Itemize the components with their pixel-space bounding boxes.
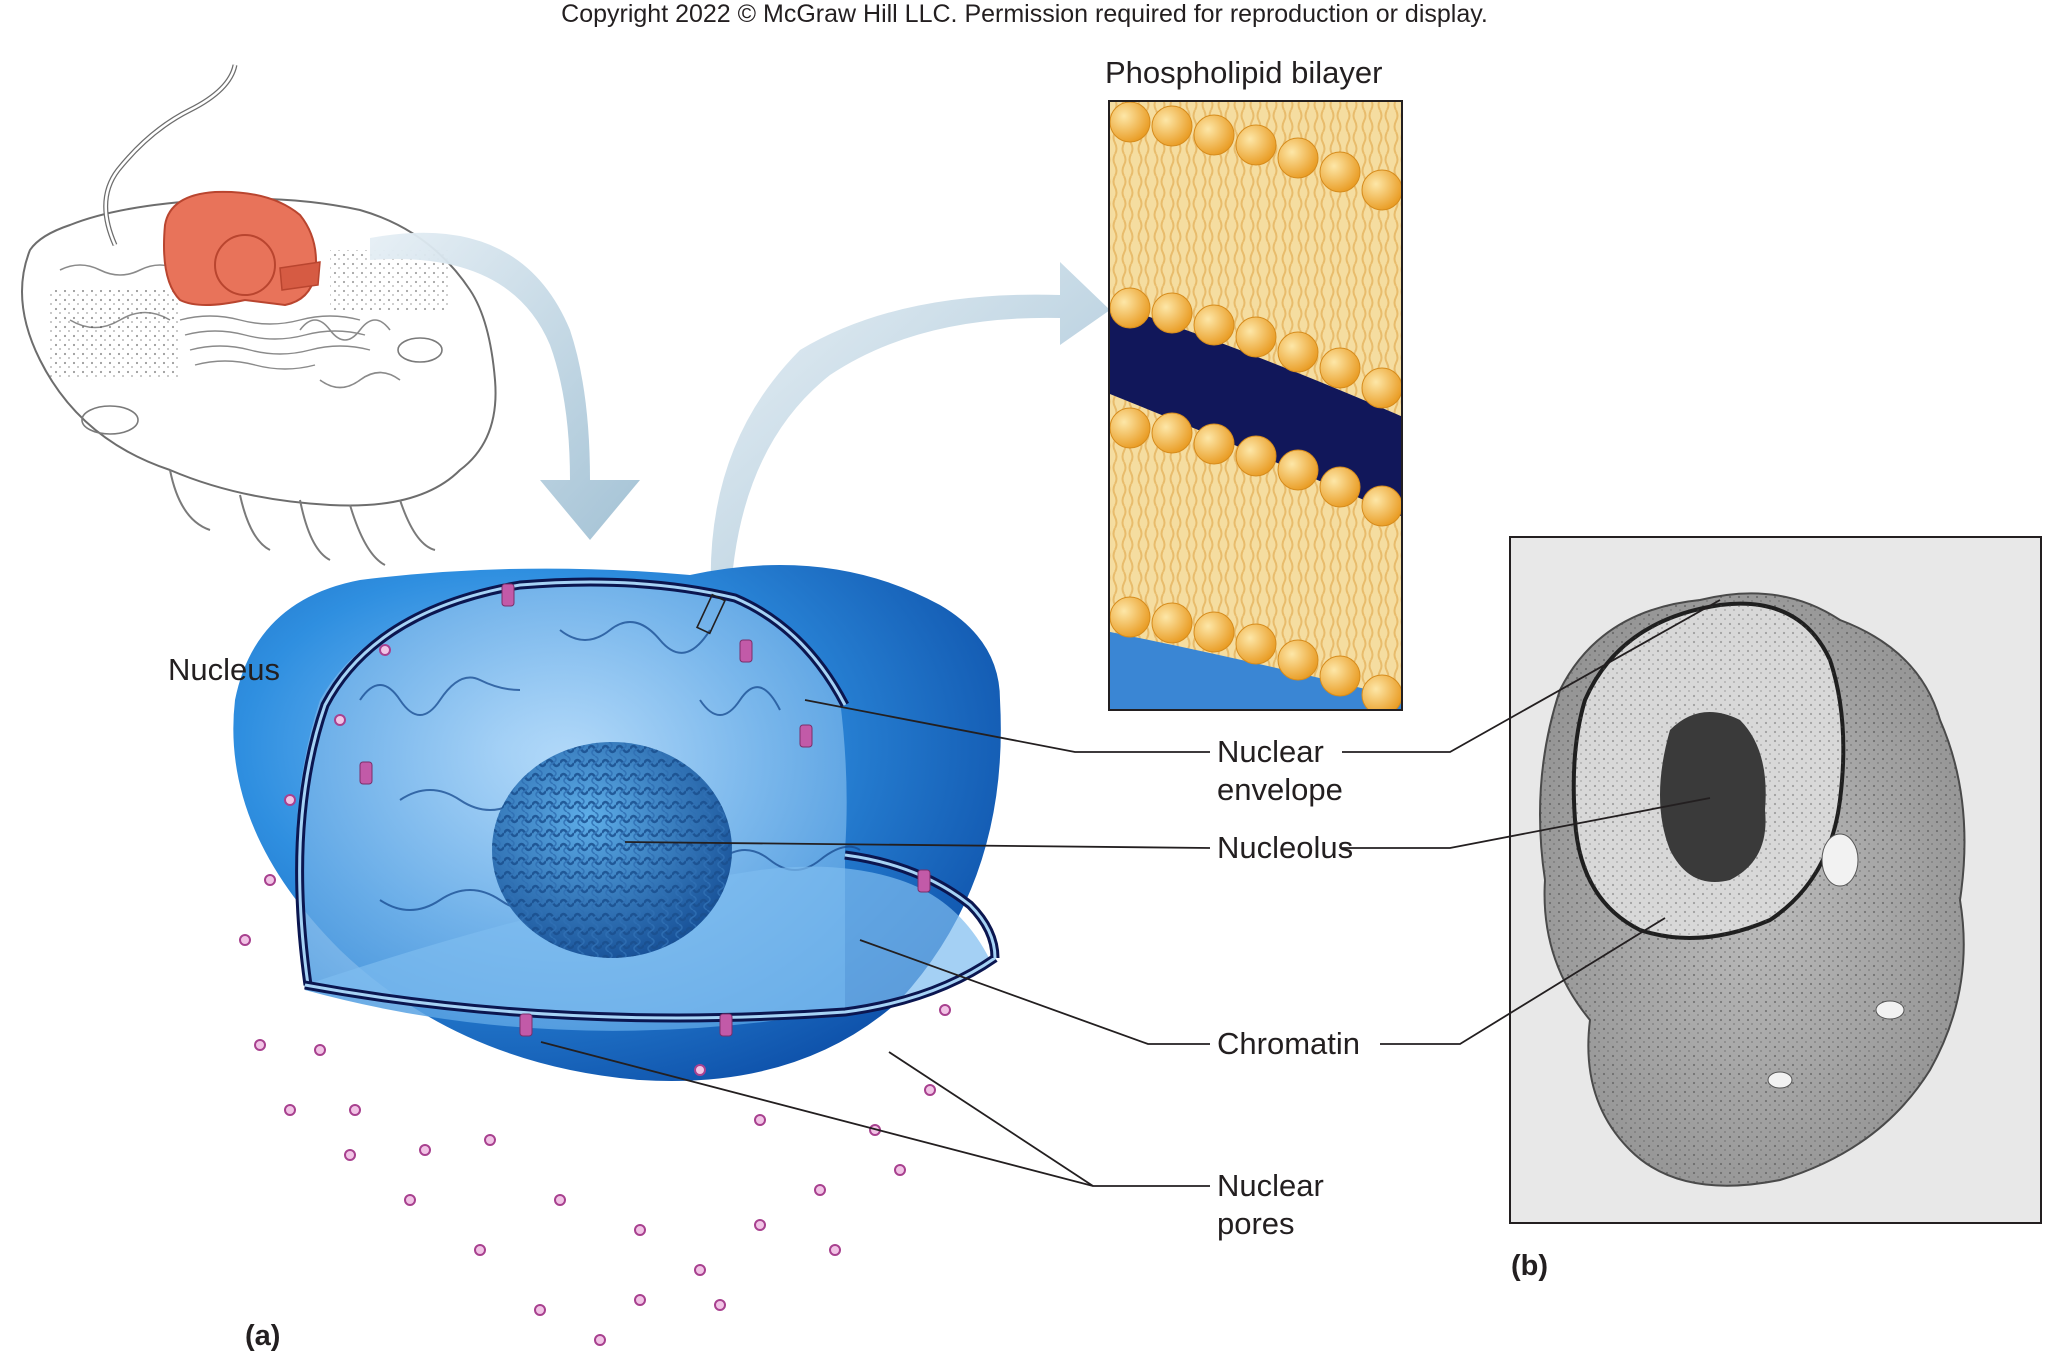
nucleus-cutaway (233, 565, 1001, 1346)
label-nuclear-pores-line2: pores (1217, 1206, 1295, 1241)
label-nuclear-pores-line1: Nuclear (1217, 1168, 1324, 1203)
label-nuclear-envelope-line2: envelope (1217, 772, 1343, 807)
leader-lines (540, 599, 1721, 1187)
label-nucleolus: Nucleolus (1217, 830, 1354, 865)
arrow-to-nucleus (370, 232, 640, 540)
label-nuclear-envelope-line1: Nuclear (1217, 734, 1324, 769)
label-nucleus: Nucleus (168, 652, 280, 687)
panel-a-label: (a) (245, 1320, 281, 1352)
cell-sketch (21, 64, 497, 566)
bilayer-title: Phospholipid bilayer (1105, 55, 1383, 90)
copyright-notice: Copyright 2022 © McGraw Hill LLC. Permis… (561, 0, 1488, 28)
label-chromatin: Chromatin (1217, 1026, 1360, 1061)
bilayer-panel (1108, 100, 1403, 711)
arrow-to-bilayer (710, 262, 1110, 610)
micrograph-panel (1509, 536, 2042, 1224)
panel-b-label: (b) (1511, 1250, 1549, 1282)
